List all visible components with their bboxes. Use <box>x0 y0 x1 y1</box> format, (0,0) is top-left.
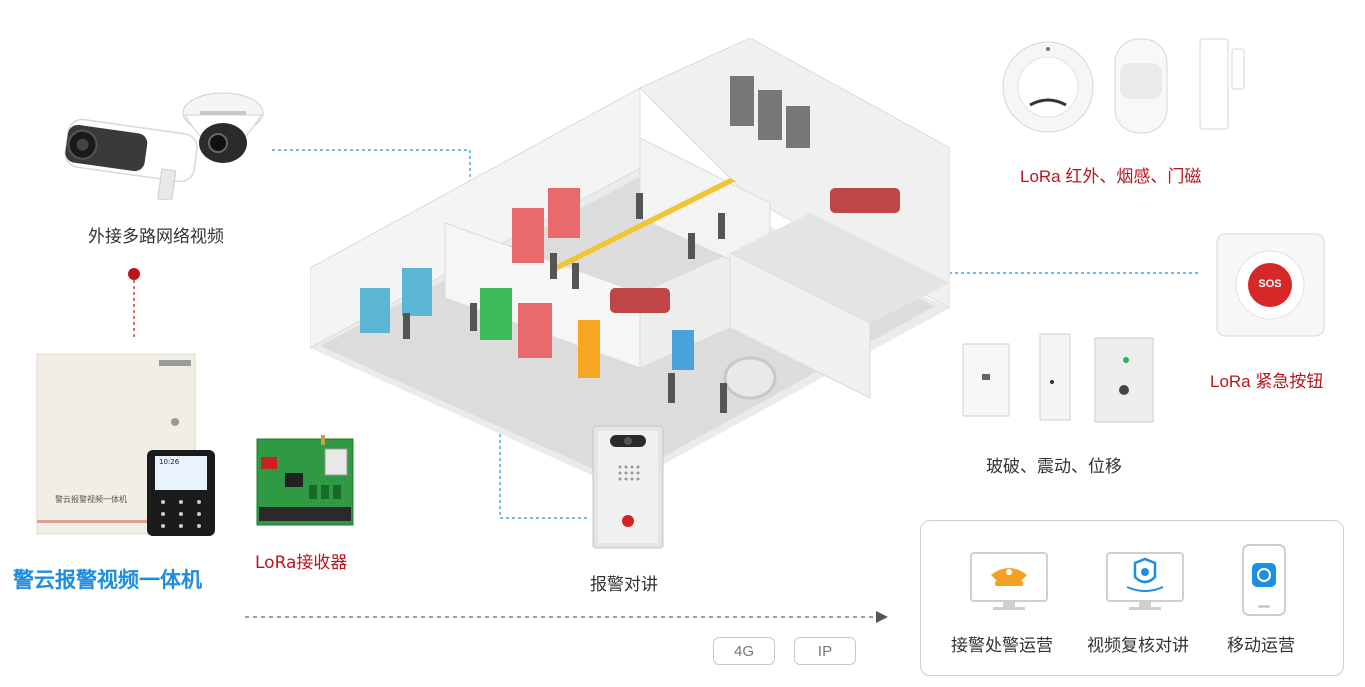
device-title: 警云报警视频一体机 <box>13 568 202 592</box>
sos-emergency-icon <box>1216 233 1325 337</box>
door-icon <box>672 330 694 370</box>
platform-item-label: 接警处警运营 <box>951 636 1053 656</box>
intercom-call-button <box>622 515 634 527</box>
camera-group <box>55 85 265 202</box>
sensors-top-label: LoRa 红外、烟感、门磁 <box>1020 167 1202 186</box>
network-tag-4g: 4G <box>713 637 775 665</box>
platform-item-label: 视频复核对讲 <box>1087 636 1189 656</box>
platform-arrow-head <box>876 611 888 623</box>
vibration-sensor-icon <box>1039 333 1071 421</box>
network-tag-ip: IP <box>794 637 856 665</box>
intercom-label: 报警对讲 <box>590 575 658 595</box>
atm-machines <box>360 188 600 378</box>
video-review-icon <box>1106 552 1184 610</box>
sos-text: SOS <box>1258 278 1282 290</box>
platform-item-label: 移动运营 <box>1227 636 1295 656</box>
mid-sensor-group <box>960 330 1155 425</box>
dome-camera-icon <box>182 92 264 163</box>
alarm-video-device: 警云报警视频一体机 10:26 <box>35 352 220 537</box>
intercom-connector <box>499 334 587 519</box>
sos-label: LoRa 紧急按钮 <box>1210 372 1324 391</box>
door-sensor-icon <box>1199 38 1245 130</box>
bullet-camera-icon <box>64 92 264 202</box>
displacement-sensor-icon <box>1094 337 1154 423</box>
people-figures <box>403 193 727 413</box>
intercom-device <box>592 425 664 549</box>
device-connector-dot <box>128 268 140 280</box>
device-screen-time: 10:26 <box>159 458 180 466</box>
lora-receiver <box>255 435 355 527</box>
police-cap-icon <box>970 552 1048 610</box>
video-label: 外接多路网络视频 <box>88 227 224 247</box>
bank-building-illustration <box>310 38 950 478</box>
sos-connector <box>743 202 1198 274</box>
server-racks <box>730 76 810 148</box>
sos-button-device: SOS <box>1216 233 1326 338</box>
lounge-sofa <box>830 188 900 213</box>
circuit-board-icon <box>256 435 354 526</box>
infrared-sensor-icon <box>1114 38 1168 134</box>
vault-door-icon <box>723 356 777 400</box>
waiting-sofa <box>610 288 670 313</box>
intercom-icon <box>592 425 664 549</box>
top-sensor-group <box>1000 35 1260 135</box>
smoke-detector-icon <box>1002 41 1094 133</box>
glass-break-sensor-icon <box>962 343 1010 417</box>
receiver-label: LoRa接收器 <box>255 553 348 573</box>
svg-text:警云报警视频一体机: 警云报警视频一体机 <box>55 494 127 504</box>
alarm-panel-icon: 警云报警视频一体机 <box>36 353 215 536</box>
mobile-app-icon <box>1242 544 1286 616</box>
camera-connector <box>272 149 471 228</box>
platform-panel: 接警处警运营 视频复核对讲 移动运营 <box>920 520 1344 676</box>
sensors-mid-label: 玻破、震动、位移 <box>986 457 1122 477</box>
